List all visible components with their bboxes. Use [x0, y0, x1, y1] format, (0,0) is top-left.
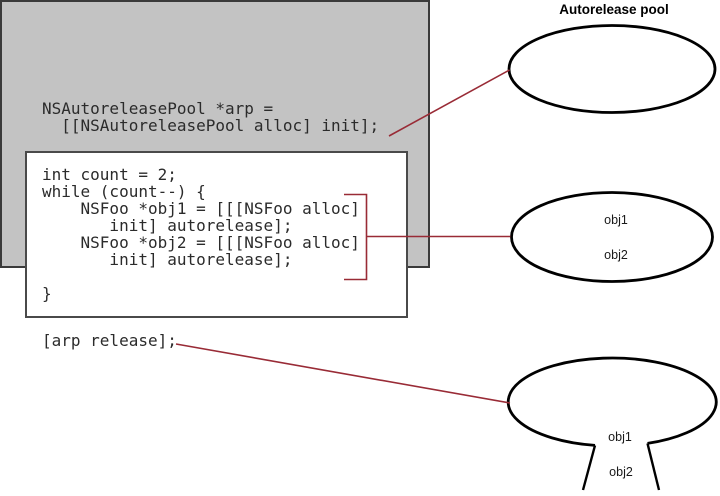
- code-line: init] autorelease];: [42, 250, 293, 269]
- diagram-title: Autorelease pool: [559, 2, 669, 17]
- code-line: }: [42, 284, 52, 303]
- pool-ellipse-filled: [510, 191, 714, 283]
- loop-body-code: int count = 2; while (count--) { NSFoo *…: [42, 166, 360, 302]
- code-line: int count = 2;: [42, 165, 177, 184]
- code-line: NSFoo *obj1 = [[[NSFoo alloc]: [42, 199, 360, 218]
- code-line: [[NSAutoreleasePool alloc] init];: [42, 116, 380, 135]
- code-line: NSAutoreleasePool *arp =: [42, 99, 274, 118]
- code-line: NSFoo *obj2 = [[[NSFoo alloc]: [42, 233, 360, 252]
- code-line: [arp release];: [42, 331, 177, 350]
- code-line: [42, 268, 360, 285]
- drain-leg-left: [581, 445, 597, 491]
- drain-leg-right: [646, 443, 661, 491]
- code-line: while (count--) {: [42, 182, 206, 201]
- pool-ellipse-empty: [507, 24, 717, 114]
- middle-pool-obj2-label: obj2: [604, 248, 628, 262]
- pool-declaration-code: NSAutoreleasePool *arp = [[NSAutorelease…: [42, 100, 379, 134]
- middle-pool-obj1-label: obj1: [604, 213, 628, 227]
- pool-ellipse-draining: [506, 356, 718, 447]
- pool-release-code: [arp release];: [42, 332, 177, 349]
- bottom-pool-obj2-label: obj2: [609, 465, 633, 479]
- connector-release-line: [175, 343, 511, 404]
- bottom-pool-obj1-label: obj1: [608, 430, 632, 444]
- code-line: init] autorelease];: [42, 216, 293, 235]
